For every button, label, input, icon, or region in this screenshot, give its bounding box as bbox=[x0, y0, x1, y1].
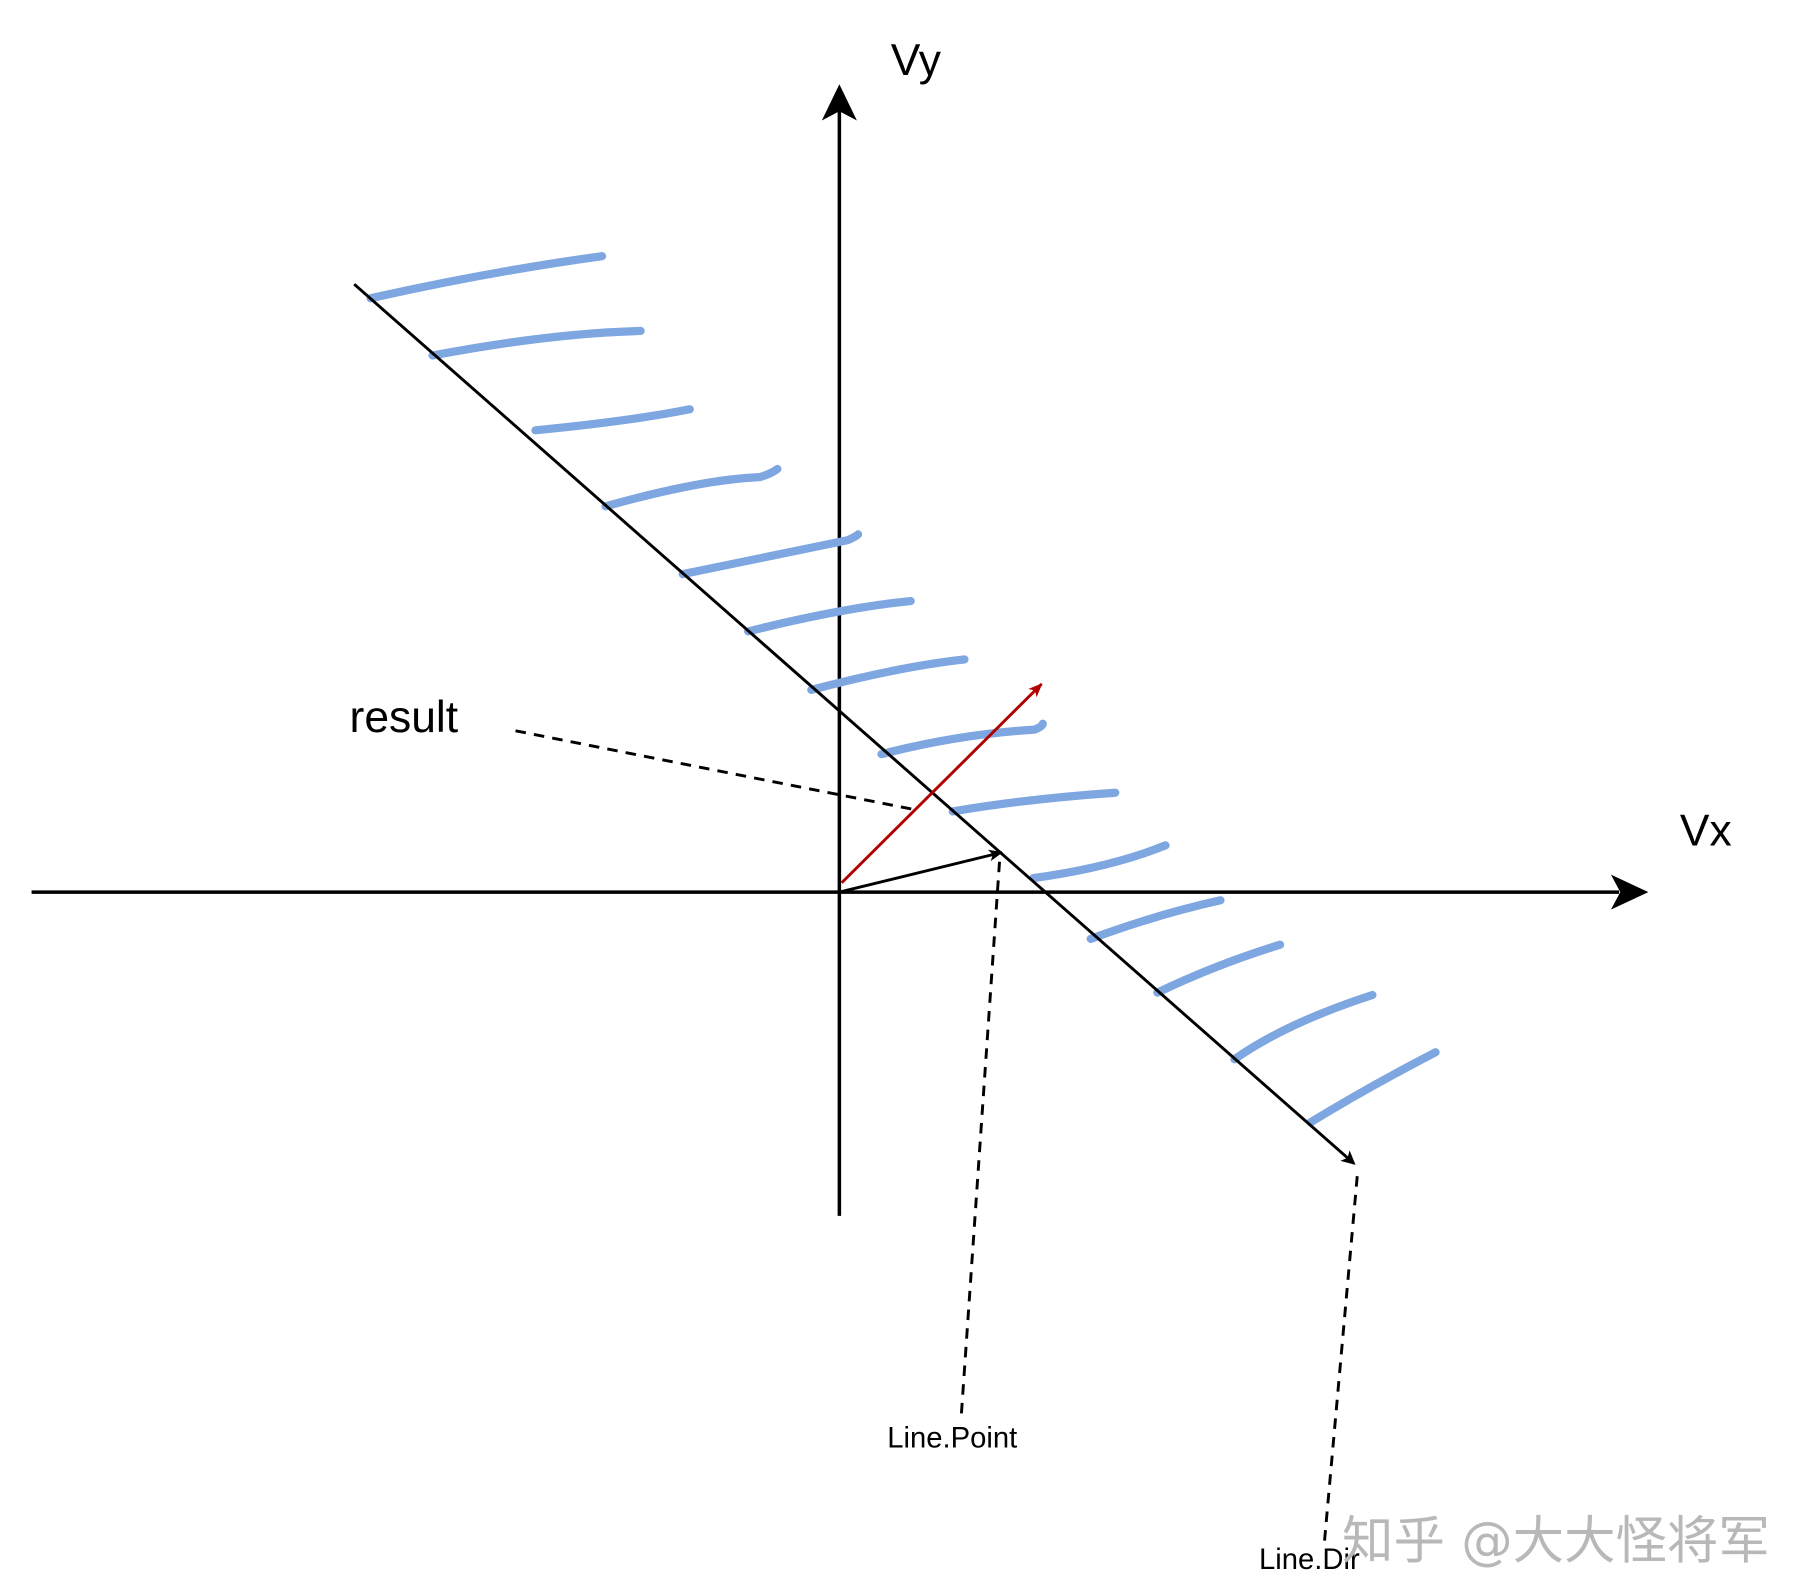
hatch-stroke bbox=[678, 530, 863, 579]
hatch-stroke bbox=[948, 788, 1120, 816]
result-label: result bbox=[350, 693, 459, 742]
hatch-stroke bbox=[366, 252, 607, 303]
line-dir-label: Line.Dir bbox=[1259, 1544, 1360, 1576]
constraint-hatching bbox=[366, 252, 1440, 1127]
hatch-stroke bbox=[1230, 990, 1377, 1064]
hatch-stroke bbox=[877, 719, 1047, 759]
vx-axis-label: Vx bbox=[1680, 806, 1732, 855]
line-point-label: Line.Point bbox=[887, 1422, 1017, 1454]
vy-axis-label: Vy bbox=[891, 36, 942, 85]
hatch-stroke bbox=[531, 405, 694, 435]
hatch-stroke bbox=[1153, 940, 1285, 997]
result-vector-arrow bbox=[840, 682, 1043, 884]
vx-axis-arrowhead bbox=[1610, 874, 1649, 910]
hatch-stroke bbox=[744, 596, 915, 636]
line-dir-leader-line bbox=[1323, 1176, 1359, 1542]
hatch-stroke bbox=[1086, 896, 1225, 943]
hatch-stroke bbox=[428, 326, 645, 360]
result-leader-line bbox=[515, 729, 913, 811]
hatch-stroke bbox=[1306, 1048, 1440, 1127]
line-point-leader-line bbox=[959, 861, 1001, 1421]
watermark: 知乎 @大大怪将军 bbox=[1342, 1511, 1770, 1571]
vy-axis-arrowhead bbox=[821, 84, 857, 121]
hatch-stroke bbox=[601, 464, 782, 511]
hatch-stroke bbox=[807, 655, 969, 694]
line-point-vector-arrow bbox=[839, 849, 1003, 894]
hatch-stroke bbox=[1029, 841, 1170, 883]
constraint-line bbox=[353, 283, 1356, 1165]
